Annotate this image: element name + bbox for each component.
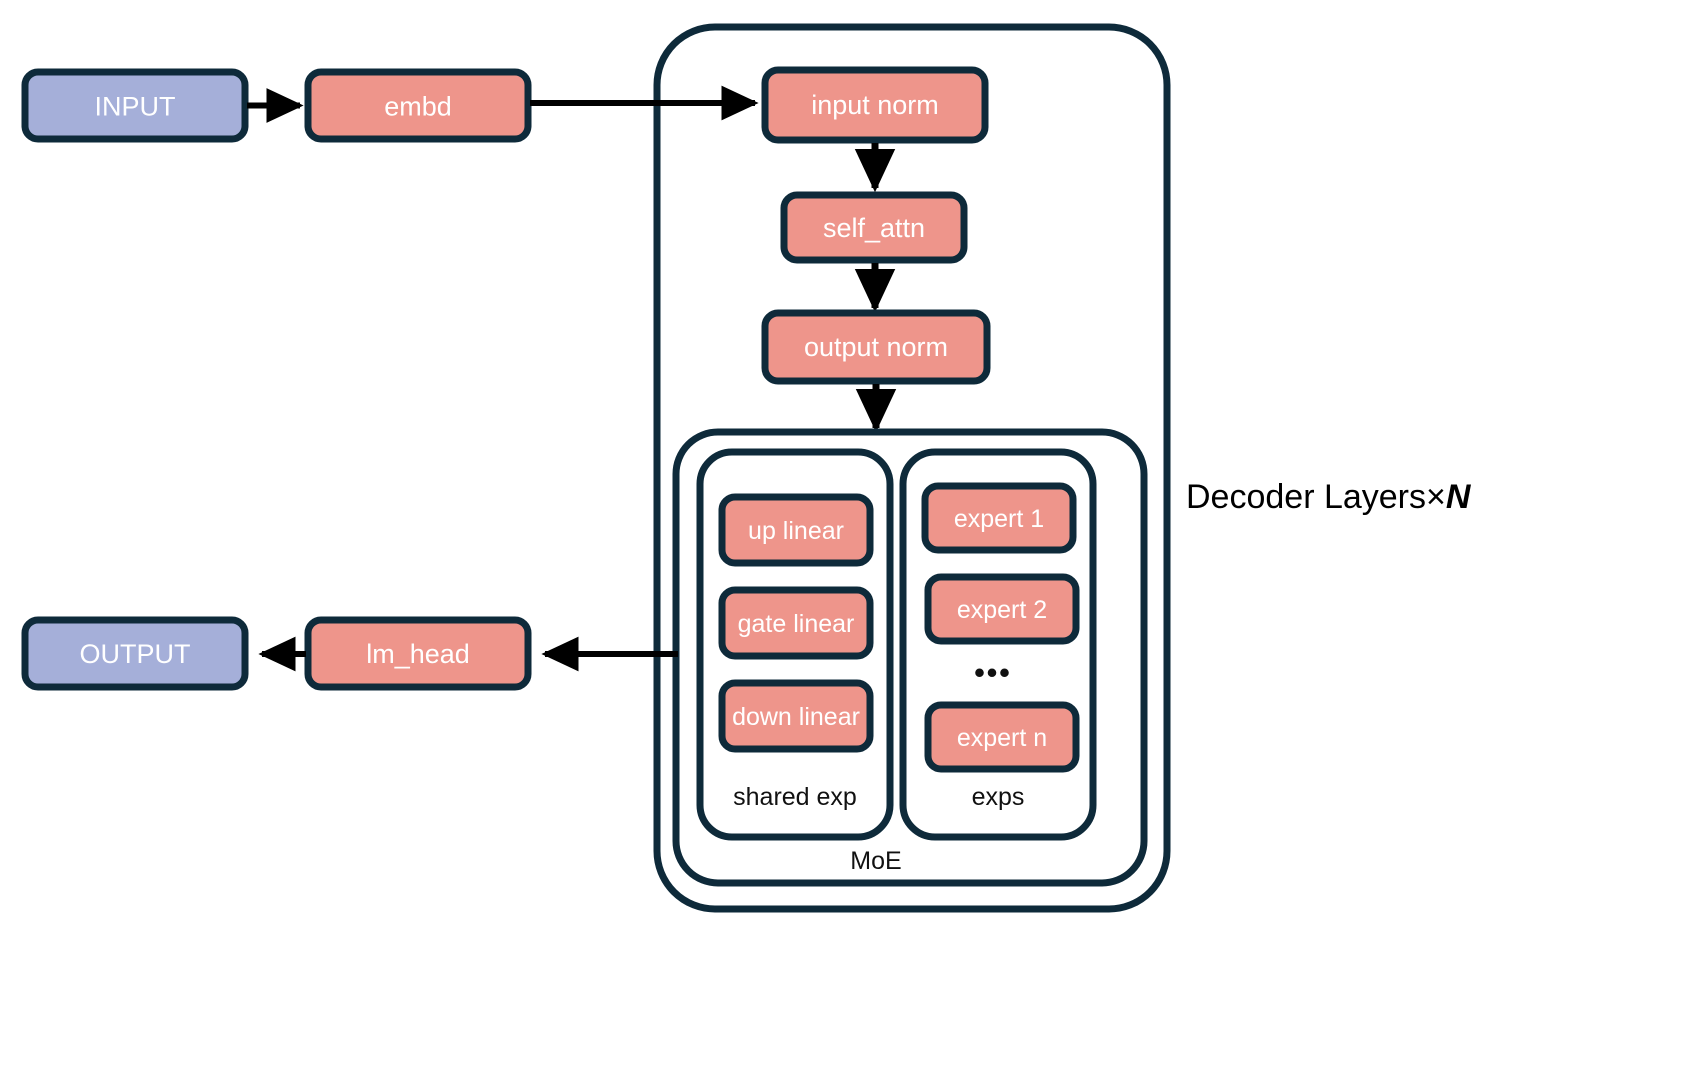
output-box[interactable] — [21, 616, 249, 691]
node-self-attn[interactable]: self_attn — [780, 191, 968, 264]
input-norm-box[interactable] — [761, 66, 989, 144]
node-lm-head[interactable]: lm_head — [304, 616, 532, 691]
shared-exp-group: shared exp — [696, 448, 894, 841]
expert-2-box[interactable] — [924, 573, 1080, 645]
exps-label: exps — [972, 783, 1025, 811]
down-linear-box[interactable] — [718, 679, 874, 753]
lm-head-box[interactable] — [304, 616, 532, 691]
moe-group: MoE — [672, 428, 1148, 887]
expert-block-n[interactable]: expert n — [924, 701, 1080, 773]
decoder-layers-caption-n: N — [1446, 478, 1472, 516]
node-embd[interactable]: embd — [304, 68, 532, 143]
exps-outline — [899, 448, 1097, 841]
node-input[interactable]: INPUT — [21, 68, 249, 143]
self-attn-box[interactable] — [780, 191, 968, 264]
expert-block-1[interactable]: expert 1 — [921, 482, 1077, 554]
node-output-norm[interactable]: output norm — [761, 309, 991, 385]
expert-1-box[interactable] — [921, 482, 1077, 554]
up-linear-box[interactable] — [718, 493, 874, 567]
decoder-layers-group — [653, 23, 1171, 913]
input-box[interactable] — [21, 68, 249, 143]
output-norm-box[interactable] — [761, 309, 991, 385]
shared-exp-block-gate-linear[interactable]: gate linear — [718, 586, 874, 660]
exps-group: exps — [899, 448, 1097, 841]
gate-linear-box[interactable] — [718, 586, 874, 660]
decoder-layers-caption: Decoder Layers×N — [1186, 478, 1472, 516]
node-output[interactable]: OUTPUT — [21, 616, 249, 691]
expert-n-box[interactable] — [924, 701, 1080, 773]
node-input-norm[interactable]: input norm — [761, 66, 989, 144]
moe-outline — [672, 428, 1148, 887]
embd-box[interactable] — [304, 68, 532, 143]
shared-exp-outline — [696, 448, 894, 841]
shared-exp-label: shared exp — [733, 783, 857, 811]
shared-exp-block-up-linear[interactable]: up linear — [718, 493, 874, 567]
shared-exp-block-down-linear[interactable]: down linear — [718, 679, 874, 753]
expert-block-2[interactable]: expert 2 — [924, 573, 1080, 645]
moe-label: MoE — [850, 847, 901, 875]
decoder-layers-caption-text: Decoder Layers× — [1186, 478, 1446, 516]
expert-ellipsis-label: ••• — [974, 657, 1012, 690]
decoder-layers-outline — [653, 23, 1171, 913]
